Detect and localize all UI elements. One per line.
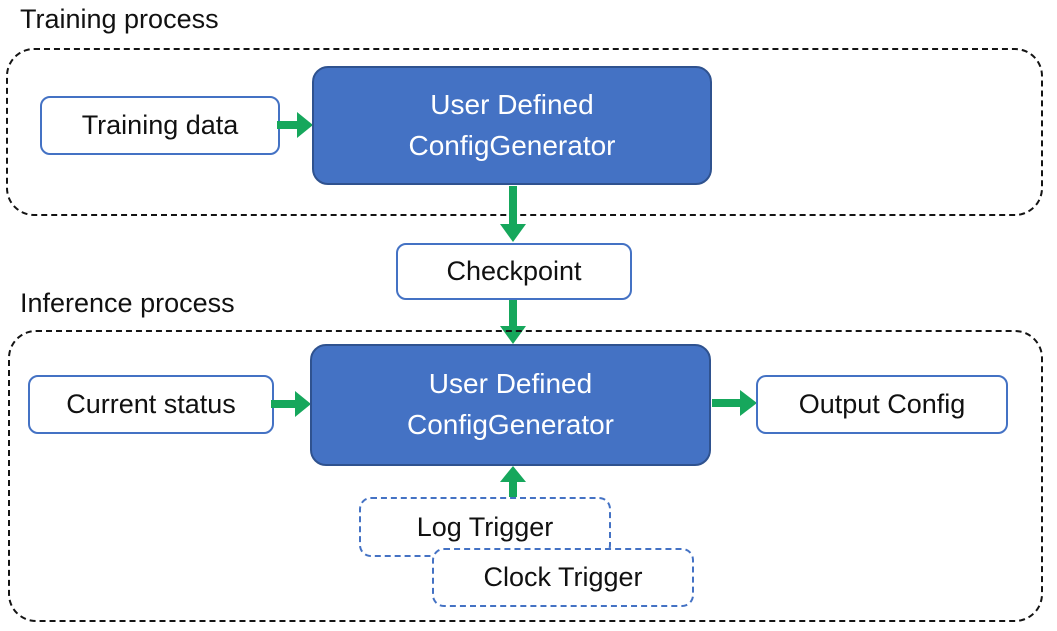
arrow-generator-to-checkpoint-icon — [500, 186, 526, 242]
arrow-current-status-to-generator-icon — [271, 391, 311, 417]
current-status-box: Current status — [28, 375, 274, 434]
clock-trigger-box: Clock Trigger — [432, 548, 694, 607]
arrow-training-data-to-generator-icon — [277, 112, 313, 138]
training-process-container — [6, 48, 1043, 216]
current-status-label: Current status — [66, 389, 236, 419]
checkpoint-box: Checkpoint — [396, 243, 632, 300]
output-config-label: Output Config — [798, 389, 966, 419]
clock-trigger-label: Clock Trigger — [483, 562, 643, 592]
output-config-box: Output Config — [756, 375, 1008, 434]
training-process-label: Training process — [20, 4, 219, 34]
training-generator-line1: User Defined — [430, 88, 594, 120]
inference-generator-line1: User Defined — [428, 368, 593, 400]
log-trigger-box: Log Trigger — [359, 497, 611, 557]
inference-config-generator-box: User Defined ConfigGenerator — [310, 344, 711, 466]
training-config-generator-box: User Defined ConfigGenerator — [312, 66, 712, 185]
training-generator-line2: ConfigGenerator — [408, 129, 616, 161]
arrow-generator-to-output-icon — [712, 390, 757, 416]
checkpoint-label: Checkpoint — [446, 256, 582, 286]
training-data-label: Training data — [81, 110, 239, 140]
log-trigger-label: Log Trigger — [416, 511, 554, 542]
training-data-box: Training data — [40, 96, 280, 155]
inference-process-label: Inference process — [20, 288, 235, 318]
inference-process-container — [8, 330, 1043, 622]
inference-generator-line2: ConfigGenerator — [406, 409, 614, 440]
arrow-trigger-to-generator-icon — [500, 466, 526, 498]
